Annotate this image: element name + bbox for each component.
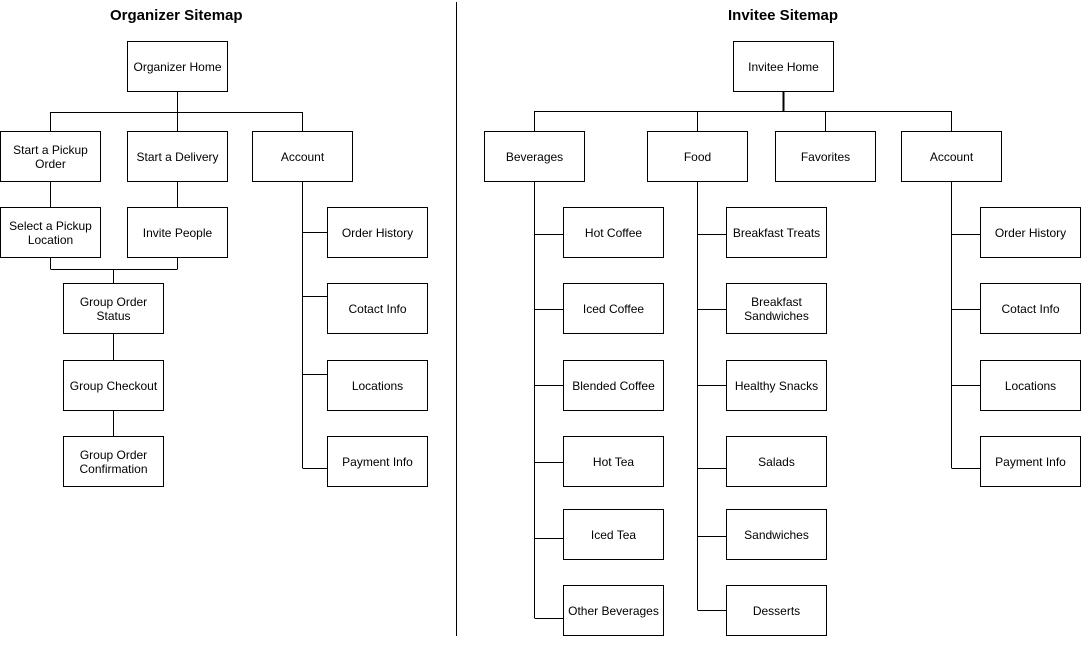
node-other-beverages: Other Beverages [563, 585, 664, 636]
node-invite-people: Invite People [127, 207, 228, 258]
node-food: Food [647, 131, 748, 182]
node-desserts: Desserts [726, 585, 827, 636]
node-organizer-order-history: Order History [327, 207, 428, 258]
node-select-pickup-location: Select a Pickup Location [0, 207, 101, 258]
node-beverages: Beverages [484, 131, 585, 182]
node-breakfast-sandwiches: Breakfast Sandwiches [726, 283, 827, 334]
node-organizer-payment-info: Payment Info [327, 436, 428, 487]
node-group-order-confirmation: Group Order Confirmation [63, 436, 164, 487]
node-organizer-home: Organizer Home [127, 41, 228, 92]
node-invitee-account: Account [901, 131, 1002, 182]
node-organizer-locations: Locations [327, 360, 428, 411]
node-invitee-locations: Locations [980, 360, 1081, 411]
node-hot-tea: Hot Tea [563, 436, 664, 487]
node-salads: Salads [726, 436, 827, 487]
node-organizer-contact-info: Cotact Info [327, 283, 428, 334]
node-start-pickup-order: Start a Pickup Order [0, 131, 101, 182]
node-breakfast-treats: Breakfast Treats [726, 207, 827, 258]
invitee-sitemap-title: Invitee Sitemap [728, 7, 839, 24]
organizer-sitemap-title: Organizer Sitemap [110, 7, 243, 24]
node-hot-coffee: Hot Coffee [563, 207, 664, 258]
node-invitee-order-history: Order History [980, 207, 1081, 258]
node-iced-coffee: Iced Coffee [563, 283, 664, 334]
node-invitee-payment-info: Payment Info [980, 436, 1081, 487]
node-start-delivery: Start a Delivery [127, 131, 228, 182]
node-invitee-contact-info: Cotact Info [980, 283, 1081, 334]
node-blended-coffee: Blended Coffee [563, 360, 664, 411]
node-iced-tea: Iced Tea [563, 509, 664, 560]
node-sandwiches: Sandwiches [726, 509, 827, 560]
node-invitee-home: Invitee Home [733, 41, 834, 92]
node-group-order-status: Group Order Status [63, 283, 164, 334]
node-group-checkout: Group Checkout [63, 360, 164, 411]
node-organizer-account: Account [252, 131, 353, 182]
node-healthy-snacks: Healthy Snacks [726, 360, 827, 411]
node-favorites: Favorites [775, 131, 876, 182]
